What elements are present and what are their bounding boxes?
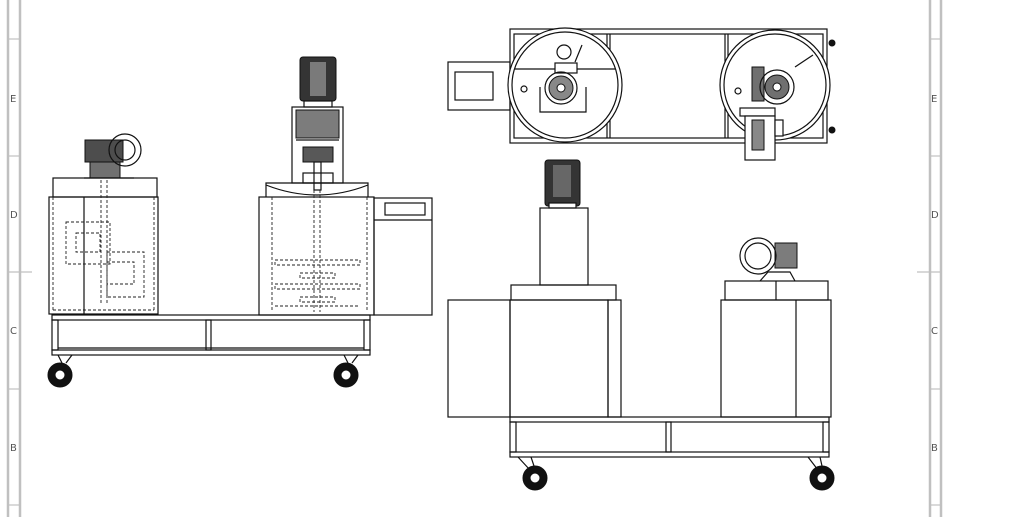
front-view: [47, 56, 433, 388]
caster-wheel: [333, 354, 359, 388]
left-zone-border: [6, 0, 32, 517]
caster-wheel: [47, 354, 73, 388]
side-tank-right: [720, 280, 832, 418]
zone-label-e-right: E: [931, 94, 937, 105]
right-zone-border: [917, 0, 943, 517]
bolt-icon: [828, 39, 836, 47]
zone-label-d-left: D: [10, 210, 18, 221]
side-tank-lid: [510, 284, 617, 301]
zone-label-d-right: D: [931, 210, 939, 221]
caster-wheel: [807, 456, 835, 491]
bolt-icon: [828, 126, 836, 134]
side-mixer-motor: [544, 159, 581, 209]
side-tank-left: [509, 299, 609, 418]
left-gear-motor: [84, 133, 142, 179]
mixer-motor: [299, 56, 337, 108]
zone-label-c-left: C: [10, 326, 17, 337]
zone-label-e-left: E: [10, 94, 16, 105]
zone-label-b-left: B: [10, 443, 17, 454]
right-tank: [258, 182, 375, 316]
zone-label-b-right: B: [931, 443, 938, 454]
caster-wheel: [517, 456, 548, 491]
side-gear-motor: [739, 237, 798, 282]
left-tank: [48, 177, 159, 315]
control-box: [373, 197, 433, 316]
top-control-box: [447, 61, 511, 111]
side-view: [447, 159, 835, 491]
side-cart-frame: [509, 416, 830, 458]
mixer-column: [291, 106, 344, 191]
top-view: [447, 27, 836, 161]
side-control-box: [447, 299, 511, 418]
zone-label-c-right: C: [931, 326, 938, 337]
side-mixer-column: [539, 207, 589, 286]
top-right-tank: [719, 29, 831, 161]
top-left-tank: [507, 27, 623, 143]
front-cart-frame: [51, 314, 371, 356]
